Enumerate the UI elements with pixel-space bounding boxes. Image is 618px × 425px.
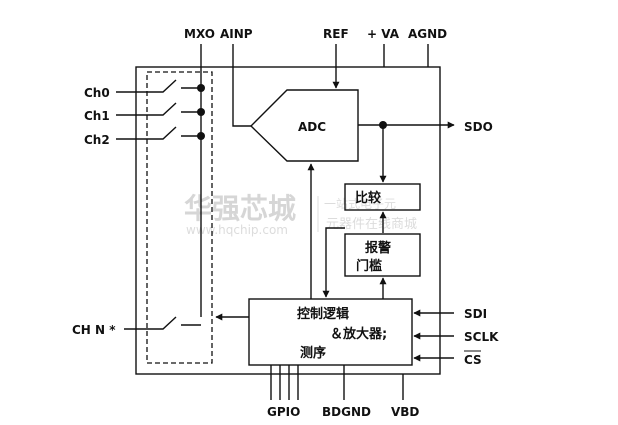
chn-switch [124, 316, 177, 330]
control-label-line3: 测序 [300, 345, 326, 361]
chip-outline [135, 66, 441, 375]
pin-mxo-label: MXO [184, 27, 215, 41]
pin-vbd-label: VBD [391, 405, 419, 419]
watermark-brand: 华强芯城 [184, 192, 296, 225]
compare-block [344, 183, 421, 211]
ch0-junction [197, 84, 205, 92]
pin-chn-label: CH N * [72, 323, 116, 337]
alarm-label-line2: 门槛 [356, 258, 382, 274]
pin-ch1-label: Ch1 [84, 109, 110, 123]
pin-bdgnd-label: BDGND [322, 405, 371, 419]
control-logic-block [248, 298, 413, 366]
ch2-switch [116, 126, 177, 140]
pin-ch0-label: Ch0 [84, 86, 110, 100]
pin-ch2-label: Ch2 [84, 133, 110, 147]
pin-va-label: + VA [367, 27, 400, 41]
pin-ref-label: REF [323, 27, 349, 41]
pin-gpio-label: GPIO [267, 405, 300, 419]
pin-sdo-label: SDO [464, 120, 493, 134]
adc-label: ADC [298, 120, 326, 134]
watermark-tagline-1: 一站式电子元 [324, 197, 396, 211]
ch1-junction [197, 108, 205, 116]
compare-to-control-line [322, 227, 345, 298]
mux-dashed-box [146, 71, 213, 364]
watermark-tagline-2: 元器件在线商城 [326, 217, 417, 232]
pin-sclk-label: SCLK [464, 330, 499, 344]
gpio-lines [270, 365, 299, 400]
pin-agnd-label: AGND [408, 27, 447, 41]
watermark: 华强芯城 www.hqchip.com 一站式电子元 元器件在线商城 [184, 192, 417, 237]
ch1-switch [116, 102, 177, 116]
ainp-line [232, 44, 251, 127]
alarm-label-line1: 报警 [365, 240, 391, 256]
ch0-switch [116, 79, 177, 93]
ch2-junction [197, 132, 205, 140]
compare-label: 比较 [355, 190, 381, 206]
control-label-line1: 控制逻辑 [297, 306, 349, 322]
pin-sdi-label: SDI [464, 307, 487, 321]
pin-ainp-label: AINP [220, 27, 253, 41]
alarm-threshold-block [344, 233, 421, 277]
channel-switches [116, 79, 205, 330]
pin-cs-label: CS [464, 353, 482, 367]
control-label-line2: ＆放大器; [330, 326, 387, 342]
